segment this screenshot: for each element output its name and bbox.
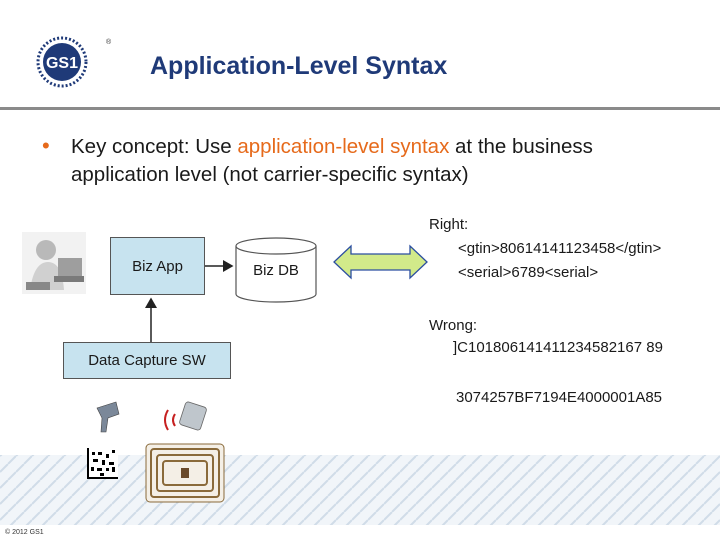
bullet-prefix: Key concept: Use — [71, 135, 238, 158]
page-title: Application-Level Syntax — [150, 52, 448, 80]
wrong-example-barcode-data: ]C101806141411234582167 89 — [453, 339, 663, 356]
key-concept-bullet: Key concept: Use application-level synta… — [71, 133, 691, 189]
bullet-suffix: at the business application level (not c… — [71, 135, 593, 186]
datamatrix-barcode-icon — [87, 448, 118, 479]
biz-db-label: Biz DB — [253, 262, 299, 279]
bullet-marker: • — [42, 133, 50, 158]
biz-app-box: Biz App — [110, 237, 205, 295]
user-workstation-icon — [22, 232, 86, 294]
bullet-highlight: application-level syntax — [237, 135, 450, 158]
data-capture-box: Data Capture SW — [63, 342, 231, 379]
gs1-logo-mark: GS1 ® — [36, 36, 112, 88]
rfid-tag-icon — [145, 443, 225, 503]
gs1-logo: GS1 ® — [36, 32, 116, 92]
wrong-example-label: Wrong: — [429, 317, 478, 334]
biz-app-label: Biz App — [132, 258, 183, 275]
rfid-reader-icon — [164, 401, 207, 431]
data-capture-label: Data Capture SW — [88, 352, 206, 369]
title-divider — [0, 107, 720, 110]
wrong-example-rfid-data: 3074257BF7194E4000001A85 — [456, 389, 663, 406]
gs1-logo-text: GS1 — [46, 55, 78, 72]
registered-mark: ® — [106, 38, 112, 46]
biz-db-cylinder — [235, 237, 317, 303]
right-example-gtin: <gtin>80614141123458</gtin> — [458, 240, 662, 257]
barcode-scanner-icon — [96, 401, 120, 433]
decorative-background-strip — [0, 455, 720, 525]
equivalence-arrow — [333, 244, 428, 280]
copyright-footer: © 2012 GS1 — [5, 529, 44, 536]
right-example-label: Right: — [429, 216, 469, 233]
right-example-serial: <serial>6789<serial> — [458, 264, 599, 281]
